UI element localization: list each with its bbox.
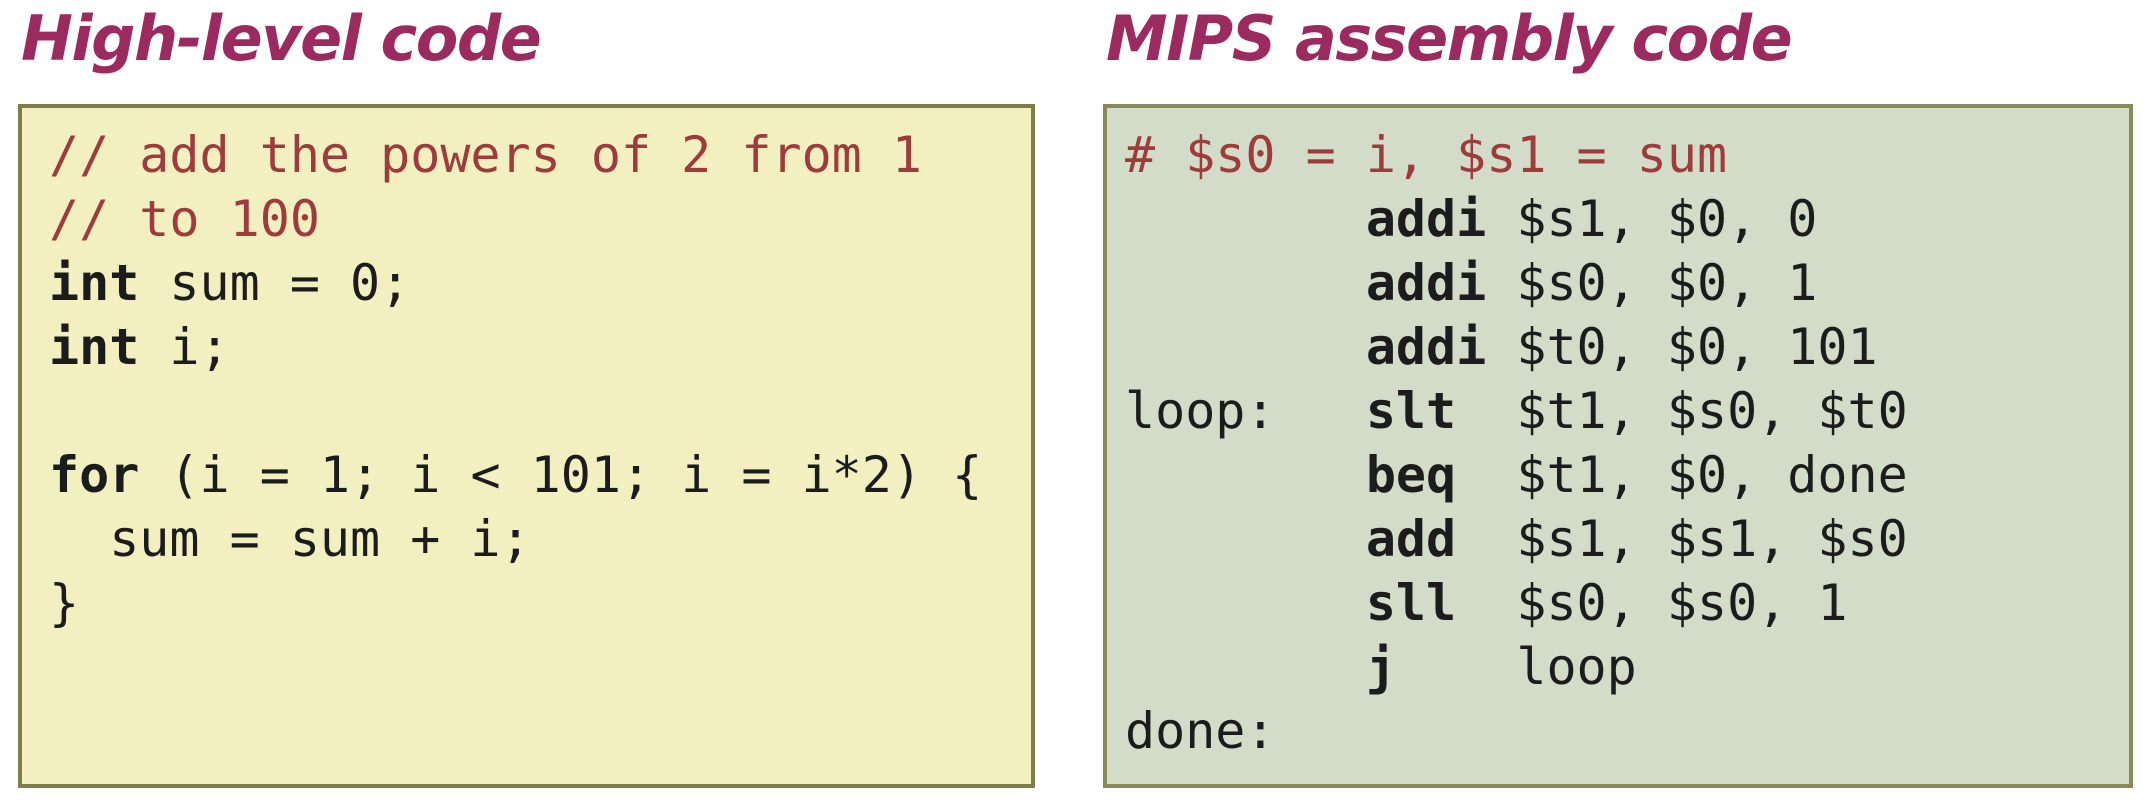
high-level-code-panel: High-level code // add the powers of 2 f…: [18, 0, 1035, 810]
mips-assembly-panel: MIPS assembly code # $s0 = i, $s1 = sum …: [1103, 0, 2133, 810]
mips-assembly-title: MIPS assembly code: [1106, 2, 1793, 75]
code-line: [49, 379, 1023, 443]
code-line: loop: slt $t1, $s0, $t0: [1125, 382, 1908, 440]
code-line: }: [49, 574, 80, 632]
code-line: addi $s1, $0, 0: [1365, 190, 1818, 248]
code-line: addi $s0, $0, 1: [1365, 254, 1818, 312]
code-line: sll $s0, $s0, 1: [1365, 574, 1848, 632]
code-line: j loop: [1365, 638, 1637, 696]
code-line: // add the powers of 2 from 1: [49, 126, 922, 184]
code-line: done:: [1125, 702, 1276, 760]
mips-assembly-code-box: # $s0 = i, $s1 = sum addi $s1, $0, 0 add…: [1103, 104, 2133, 788]
code-line: for (i = 1; i < 101; i = i*2) {: [49, 446, 983, 504]
code-line: # $s0 = i, $s1 = sum: [1125, 126, 1728, 184]
code-line: sum = sum + i;: [49, 510, 531, 568]
code-line: // to 100: [49, 190, 320, 248]
code-line: addi $t0, $0, 101: [1365, 318, 1878, 376]
code-line: int i;: [49, 318, 230, 376]
code-line: add $s1, $s1, $s0: [1365, 510, 1908, 568]
code-line: beq $t1, $0, done: [1365, 446, 1908, 504]
code-line: int sum = 0;: [49, 254, 411, 312]
high-level-code-title: High-level code: [21, 2, 542, 75]
high-level-code-box: // add the powers of 2 from 1 // to 100 in…: [18, 104, 1035, 788]
